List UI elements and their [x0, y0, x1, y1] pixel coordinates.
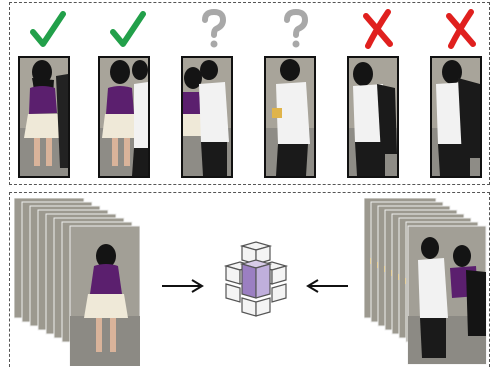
- frame-4: [264, 56, 316, 178]
- frame-3: [181, 56, 233, 178]
- arrow-right-icon: [160, 278, 206, 294]
- arrow-left-icon: [304, 278, 350, 294]
- gallery-sequence-stack: [364, 198, 488, 366]
- check-icon: [110, 8, 146, 50]
- frame-2: [98, 56, 150, 178]
- question-icon: [196, 8, 232, 50]
- sequence-frame-front: [408, 226, 486, 364]
- query-panel: [9, 2, 490, 185]
- question-icon: [278, 8, 314, 50]
- frame-6: [430, 56, 482, 178]
- cross-icon: [360, 8, 396, 50]
- check-icon: [30, 8, 66, 50]
- cross-icon: [443, 8, 479, 50]
- sequence-frame-front: [70, 226, 140, 366]
- frame-1: [18, 56, 70, 178]
- query-sequence-stack: [14, 198, 140, 366]
- frame-5: [347, 56, 399, 178]
- cube-icon: [216, 240, 292, 318]
